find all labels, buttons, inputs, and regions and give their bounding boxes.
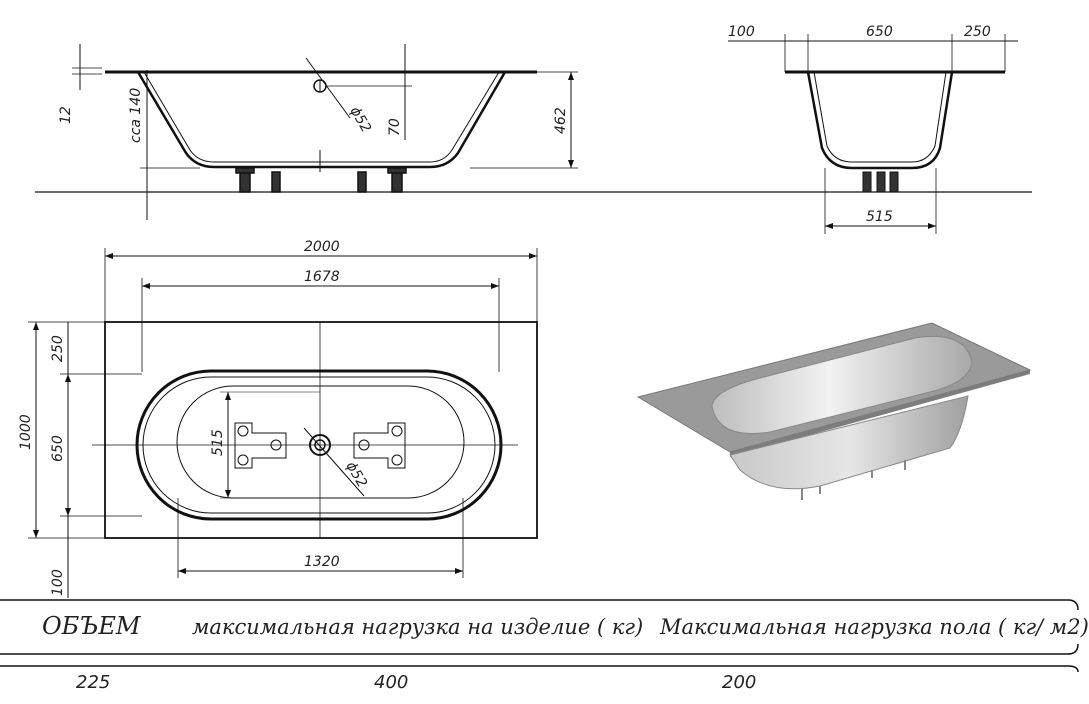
dim-1320: 1320 [304, 554, 340, 570]
side-view [35, 44, 1032, 220]
dim-1000: 1000 [18, 414, 34, 450]
top-outline [104, 321, 538, 539]
dim-top-515: 515 [210, 429, 226, 456]
dim-top-100: 100 [50, 569, 66, 596]
dim-end-515: 515 [866, 209, 893, 225]
side-feet [235, 167, 407, 193]
bathtub-3d-render [636, 322, 1032, 500]
spec-table-header: ОБЪЕМ максимальная нагрузка на изделие (… [0, 598, 1089, 656]
end-view [728, 34, 1018, 234]
dim-12: 12 [58, 106, 74, 124]
top-view [28, 248, 538, 598]
value-volume: 225 [76, 672, 111, 693]
header-max-load-product: максимальная нагрузка на изделие ( кг) [192, 615, 644, 639]
dim-top-650: 650 [50, 435, 66, 462]
dim-top-250: 250 [50, 335, 66, 362]
dim-end-650: 650 [866, 24, 893, 40]
dim-side-d52: ϕ52 [347, 104, 374, 136]
side-tub-outline [136, 71, 507, 169]
dim-1678: 1678 [304, 269, 340, 285]
technical-drawing: 12 cca 140 ϕ52 70 462 100 650 250 515 [18, 24, 1032, 598]
value-frame [0, 665, 1079, 673]
value-max-load-floor: 200 [722, 672, 757, 693]
feet-plate-right [353, 422, 406, 469]
dim-top-d52: ϕ52 [343, 459, 370, 491]
spec-table-values: 225 400 200 [0, 664, 1079, 704]
dim-70: 70 [387, 118, 403, 136]
drain-icon [309, 434, 331, 456]
dim-end-250: 250 [964, 24, 991, 40]
header-frame [0, 599, 1079, 655]
feet-plate-left [234, 422, 287, 469]
top-bowl-bottom [176, 385, 465, 499]
header-max-load-floor: Максимальная нагрузка пола ( кг/ м2) [660, 615, 1089, 639]
dim-end-100: 100 [728, 24, 755, 40]
value-max-load-product: 400 [374, 672, 409, 693]
header-volume: ОБЪЕМ [42, 612, 141, 640]
dim-140: cca 140 [128, 88, 144, 143]
dim-2000: 2000 [304, 239, 340, 255]
dim-462: 462 [553, 107, 569, 134]
